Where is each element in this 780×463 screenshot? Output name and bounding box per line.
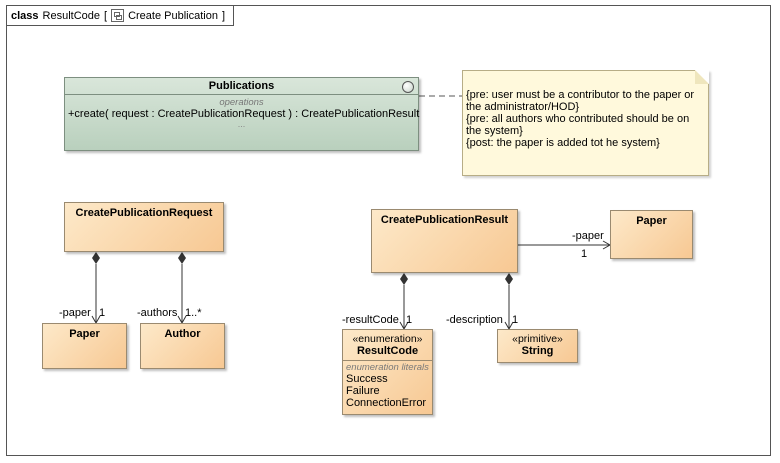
role-req-authors: -authors xyxy=(137,307,178,319)
frame-header: class ResultCode [ Create Publication ] xyxy=(7,6,235,26)
primitive-name: String xyxy=(521,345,554,357)
operations-more: ... xyxy=(237,119,246,129)
frame-element-name: ResultCode xyxy=(42,9,101,22)
string-primitive[interactable]: «primitive» String xyxy=(497,329,578,363)
role-res-resultcode: -resultCode xyxy=(342,314,399,326)
operation-create: +create( request : CreatePublicationRequ… xyxy=(68,108,420,120)
note-line-2: the administrator/HOD} xyxy=(466,101,580,113)
enum-stereotype: «enumeration» xyxy=(352,333,423,345)
paper-class-left[interactable]: Paper xyxy=(42,323,127,369)
class-name: Paper xyxy=(69,328,100,340)
resultcode-enumeration[interactable]: «enumeration» ResultCode enumeration lit… xyxy=(342,329,433,415)
operations-section-label: operations xyxy=(219,97,264,108)
role-res-paper: -paper xyxy=(572,230,604,242)
frame-keyword: class xyxy=(11,9,39,22)
mult-req-authors: 1..* xyxy=(185,307,202,319)
class-name: Paper xyxy=(636,215,667,227)
constraint-note[interactable]: {pre: user must be a contributor to the … xyxy=(462,70,709,176)
mult-req-paper: 1 xyxy=(99,307,106,319)
frame-close-bracket: ] xyxy=(221,9,226,22)
mult-res-paper: 1 xyxy=(581,248,588,260)
enum-literal-success: Success xyxy=(346,373,388,385)
note-line-3: {pre: all authors who contributed should… xyxy=(466,113,690,125)
frame-diagram-name: Create Publication xyxy=(128,9,218,22)
enum-literal-failure: Failure xyxy=(346,385,380,397)
class-name: Author xyxy=(164,328,201,340)
enum-divider xyxy=(343,360,432,361)
note-folded-corner xyxy=(695,70,709,84)
interface-circle-icon xyxy=(402,81,414,93)
diagram-frame: class ResultCode [ Create Publication ] xyxy=(6,5,771,456)
class-name: CreatePublicationRequest xyxy=(75,207,213,219)
role-req-paper: -paper xyxy=(59,307,91,319)
create-publication-result-class[interactable]: CreatePublicationResult xyxy=(371,209,518,273)
enum-literal-connectionerror: ConnectionError xyxy=(346,397,427,409)
publications-interface[interactable]: Publications operations +create( request… xyxy=(64,77,419,151)
role-res-description: -description xyxy=(446,314,503,326)
class-diagram-icon xyxy=(111,9,125,22)
paper-class-right[interactable]: Paper xyxy=(610,210,693,259)
note-line-4: the system} xyxy=(466,125,523,137)
class-name: CreatePublicationResult xyxy=(380,214,509,226)
enum-name: ResultCode xyxy=(356,345,419,357)
create-publication-request-class[interactable]: CreatePublicationRequest xyxy=(64,202,224,252)
mult-res-description: 1 xyxy=(512,314,519,326)
mult-res-resultcode: 1 xyxy=(406,314,413,326)
primitive-stereotype: «primitive» xyxy=(512,333,563,345)
note-line-5: {post: the paper is added tot he system} xyxy=(466,137,660,149)
enum-literals-section: enumeration literals xyxy=(346,362,429,373)
note-line-1: {pre: user must be a contributor to the … xyxy=(466,89,695,101)
author-class[interactable]: Author xyxy=(140,323,225,369)
interface-name: Publications xyxy=(65,78,418,95)
frame-open-bracket: [ xyxy=(104,9,108,22)
